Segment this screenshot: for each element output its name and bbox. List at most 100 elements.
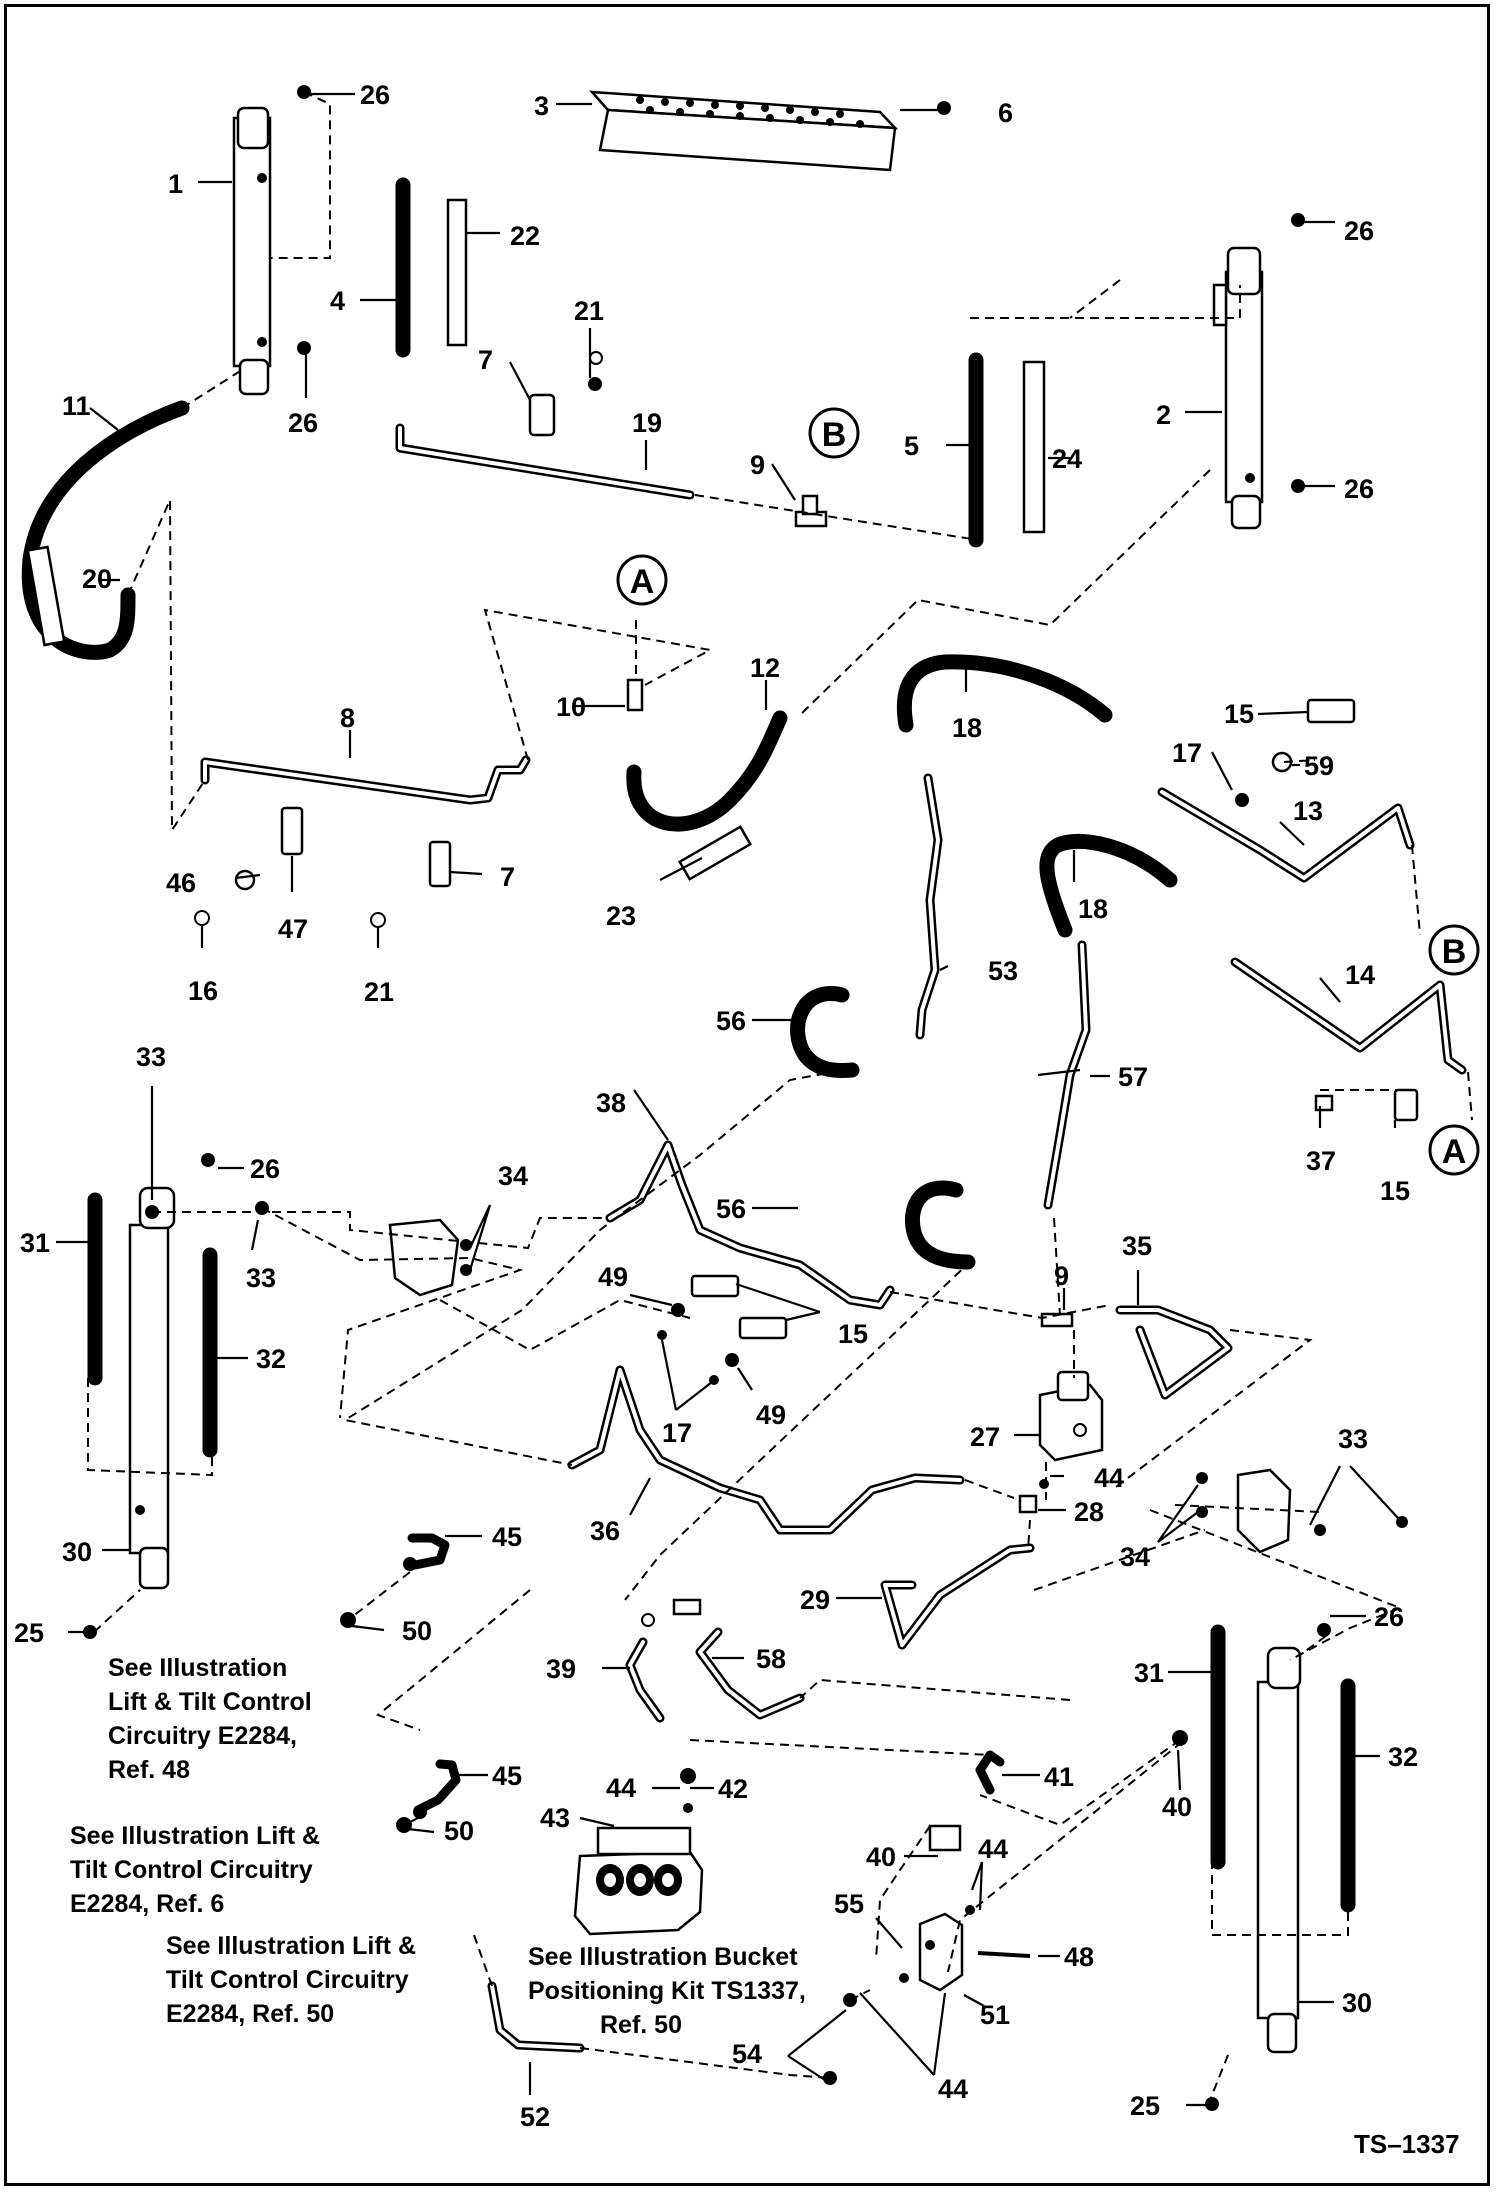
callout-56-lower: 56 — [716, 1194, 746, 1224]
callout-26-a: 26 — [360, 80, 390, 110]
svg-text:Tilt Control Circuitry: Tilt Control Circuitry — [166, 1966, 409, 1994]
callout-54: 54 — [732, 2039, 762, 2069]
svg-text:Circuitry E2284,: Circuitry E2284, — [108, 1722, 297, 1750]
callout-49-upper: 49 — [598, 1262, 628, 1292]
circle-marker-a-right: A — [1428, 1124, 1480, 1176]
dashed-connection-lines — [87, 91, 1473, 2106]
fitting-28 — [1018, 1494, 1038, 1514]
callout-22: 22 — [510, 221, 540, 251]
callout-13: 13 — [1293, 796, 1323, 826]
callout-32-left: 32 — [256, 1344, 286, 1374]
hose-12 — [626, 710, 788, 832]
svg-text:B: B — [1442, 933, 1467, 971]
svg-text:See Illustration: See Illustration — [108, 1654, 287, 1682]
callout-15-mid: 15 — [838, 1319, 868, 1349]
callout-43: 43 — [540, 1803, 570, 1833]
clamp-15-mid-lower — [738, 1316, 788, 1340]
washer-46 — [234, 869, 256, 891]
leader-lines — [56, 92, 1399, 2107]
callout-40-right: 40 — [1162, 1792, 1192, 1822]
callout-4: 4 — [330, 286, 345, 316]
callout-3: 3 — [534, 91, 549, 121]
manifold-block-part — [589, 90, 899, 172]
parts-artwork — [21, 85, 1467, 2111]
tube-57 — [1043, 940, 1091, 1210]
tube-39 — [625, 1637, 665, 1723]
note-lift-tilt-ref-50: See Illustration Lift & Tilt Control Cir… — [166, 1932, 416, 2028]
callout-59: 59 — [1304, 751, 1334, 781]
callout-26-e: 26 — [250, 1154, 280, 1184]
tube-13 — [1157, 787, 1415, 883]
callout-8: 8 — [340, 703, 355, 733]
clamp-15-upper — [1306, 698, 1356, 724]
callout-41: 41 — [1044, 1762, 1074, 1792]
tube-58 — [695, 1627, 805, 1720]
callout-32-right: 32 — [1388, 1742, 1418, 1772]
callout-30-right: 30 — [1342, 1988, 1372, 2018]
hose-56-lower — [905, 1180, 976, 1270]
callout-50-upper: 50 — [402, 1616, 432, 1646]
callout-26-b: 26 — [288, 408, 318, 438]
sleeve-24 — [1022, 360, 1046, 534]
callout-51: 51 — [980, 2000, 1010, 2030]
clamp-15-right — [1393, 1088, 1419, 1122]
clamp-47 — [280, 806, 304, 856]
callout-45-upper: 45 — [492, 1522, 522, 1552]
callout-37: 37 — [1306, 1146, 1336, 1176]
callout-17-lower: 17 — [662, 1418, 692, 1448]
callout-12: 12 — [750, 653, 780, 683]
callout-28: 28 — [1074, 1497, 1104, 1527]
svg-text:See Illustration Bucket: See Illustration Bucket — [528, 1943, 798, 1971]
tube-53 — [915, 773, 943, 1040]
tube-38 — [605, 1140, 895, 1310]
callout-2: 2 — [1156, 400, 1171, 430]
sleeve-23 — [677, 825, 753, 881]
tube-35 — [1115, 1305, 1233, 1400]
callout-27: 27 — [970, 1422, 1000, 1452]
callout-29: 29 — [800, 1585, 830, 1615]
callout-25-left: 25 — [14, 1618, 44, 1648]
callout-5: 5 — [904, 431, 919, 461]
callout-39: 39 — [546, 1654, 576, 1684]
callout-26-c: 26 — [1344, 216, 1374, 246]
tube-36 — [567, 1365, 965, 1535]
callout-45-lower: 45 — [492, 1761, 522, 1791]
callout-57: 57 — [1118, 1062, 1148, 1092]
circle-marker-a-top: A — [616, 554, 668, 606]
fitting-10 — [626, 678, 644, 712]
callout-52: 52 — [520, 2102, 550, 2132]
tube-41 — [975, 1750, 1005, 1795]
drawing-reference-id: TS–1337 — [1354, 2129, 1460, 2159]
callout-44-d: 44 — [938, 2074, 968, 2104]
svg-text:E2284, Ref. 6: E2284, Ref. 6 — [70, 1890, 224, 1918]
tube-29 — [880, 1543, 1035, 1650]
callout-23: 23 — [606, 901, 636, 931]
svg-text:A: A — [1442, 1133, 1467, 1171]
callout-7-lower: 7 — [500, 862, 515, 892]
bolt-48 — [977, 1951, 1031, 1958]
bolt-21-upper — [589, 351, 603, 365]
sleeve-20 — [26, 545, 66, 647]
tube-52 — [487, 1981, 585, 2053]
note-bucket-positioning-ref-50: See Illustration Bucket Positioning Kit … — [528, 1943, 806, 2039]
callout-34-right: 34 — [1120, 1542, 1150, 1572]
callout-53: 53 — [988, 956, 1018, 986]
callout-56-upper: 56 — [716, 1006, 746, 1036]
plate-34-right — [1236, 1468, 1292, 1554]
note-lift-tilt-ref-48: See Illustration Lift & Tilt Control Cir… — [108, 1654, 312, 1784]
clamp-7 — [528, 393, 556, 437]
callout-15-upper: 15 — [1224, 699, 1254, 729]
svg-text:B: B — [822, 416, 847, 454]
tilt-cylinder-upper-left — [232, 106, 272, 396]
callout-48: 48 — [1064, 1942, 1094, 1972]
hose-11 — [21, 400, 190, 660]
svg-text:Lift & Tilt Control: Lift & Tilt Control — [108, 1688, 312, 1716]
callout-30-left: 30 — [62, 1537, 92, 1567]
hose-18-upper — [896, 654, 1113, 733]
callout-11: 11 — [62, 391, 91, 421]
callout-42: 42 — [718, 1774, 748, 1804]
tee-fitting-9-lower — [1040, 1312, 1074, 1328]
callout-21-upper: 21 — [574, 296, 604, 326]
valve-block-51 — [918, 1912, 964, 1992]
callout-21-lower: 21 — [364, 977, 394, 1007]
